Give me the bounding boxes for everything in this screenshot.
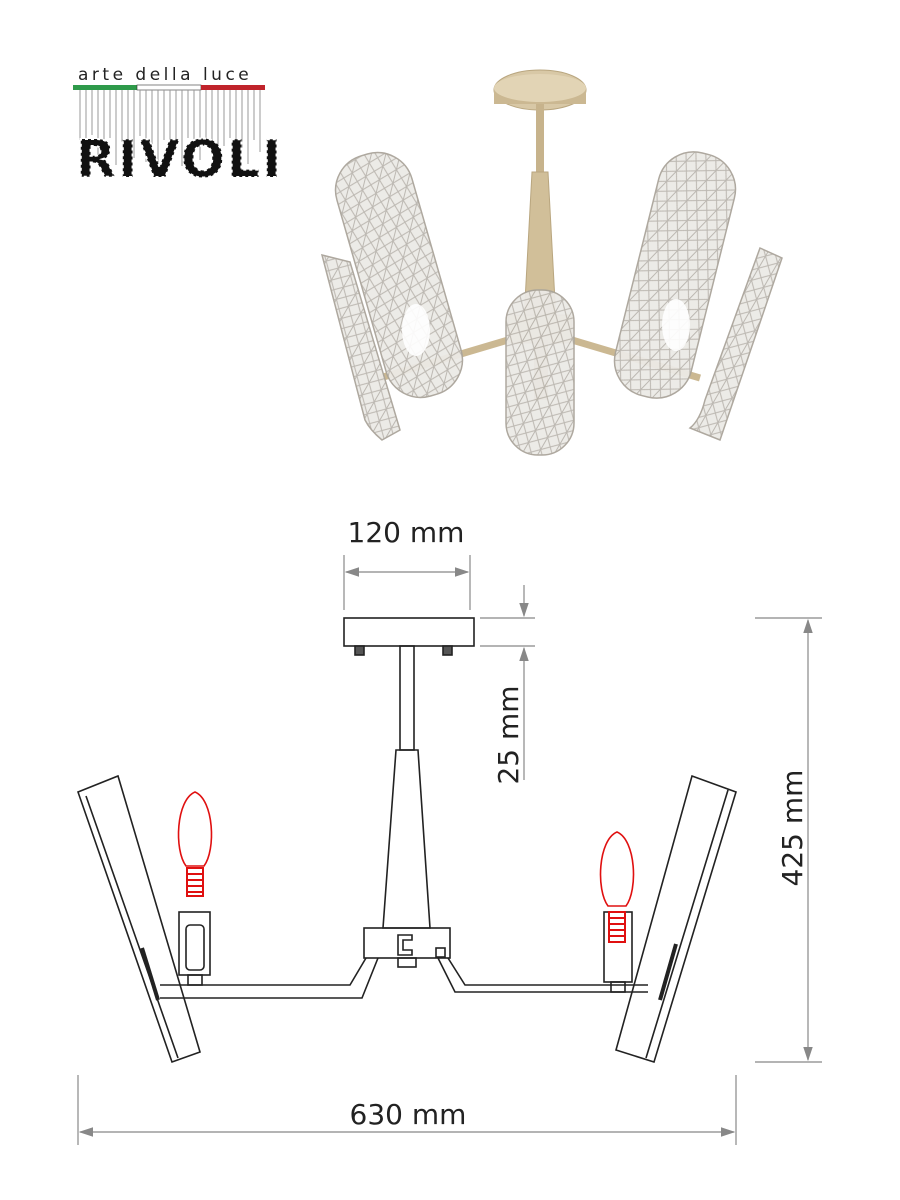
glass-shade — [334, 151, 464, 399]
canopy-screw — [442, 645, 453, 656]
left-arm — [160, 957, 379, 999]
glass-shade — [613, 151, 737, 399]
dim-total-width: 630 mm — [350, 1098, 467, 1131]
right-bulb — [599, 831, 635, 907]
dim-canopy-height: 25 mm — [492, 685, 525, 784]
left-clip — [140, 947, 160, 1001]
technical-drawing — [76, 617, 737, 1064]
extension-line — [755, 617, 822, 1063]
stem — [399, 645, 415, 751]
left-bulb-base — [186, 867, 204, 897]
dim-canopy-width: 120 mm — [348, 516, 465, 549]
brand-logo: arte della luce RIVOLI — [73, 65, 283, 191]
glass-shade — [688, 246, 783, 441]
product-photo — [320, 69, 783, 456]
canopy — [343, 617, 475, 647]
hub-box — [363, 927, 451, 959]
glass-shade — [505, 289, 575, 456]
glass-shade — [320, 253, 401, 441]
right-bulb-base — [608, 911, 626, 943]
logo-tagline: arte della luce — [78, 65, 252, 85]
extension-line — [480, 617, 535, 647]
left-bulb — [177, 791, 213, 867]
bulbs — [177, 791, 635, 943]
right-clip — [658, 943, 678, 1001]
right-socket-base — [610, 981, 626, 993]
canopy-screw — [354, 645, 365, 656]
logo-brand: RIVOLI — [76, 130, 283, 190]
extension-line — [343, 555, 471, 610]
left-shade — [76, 774, 201, 1064]
extension-line — [77, 1075, 737, 1145]
flag-green — [73, 85, 137, 90]
left-socket — [178, 911, 211, 976]
dim-total-height: 425 mm — [776, 770, 809, 887]
connector — [435, 947, 446, 958]
left-socket-inner — [185, 924, 205, 971]
right-shade — [615, 774, 737, 1064]
flag-red — [201, 85, 265, 90]
right-arm — [437, 957, 648, 993]
logo-strings — [79, 90, 261, 170]
left-socket-base — [187, 974, 203, 986]
bracket — [397, 934, 413, 956]
hub-nub — [397, 957, 417, 968]
cone — [382, 749, 431, 929]
flag-white — [136, 84, 202, 91]
